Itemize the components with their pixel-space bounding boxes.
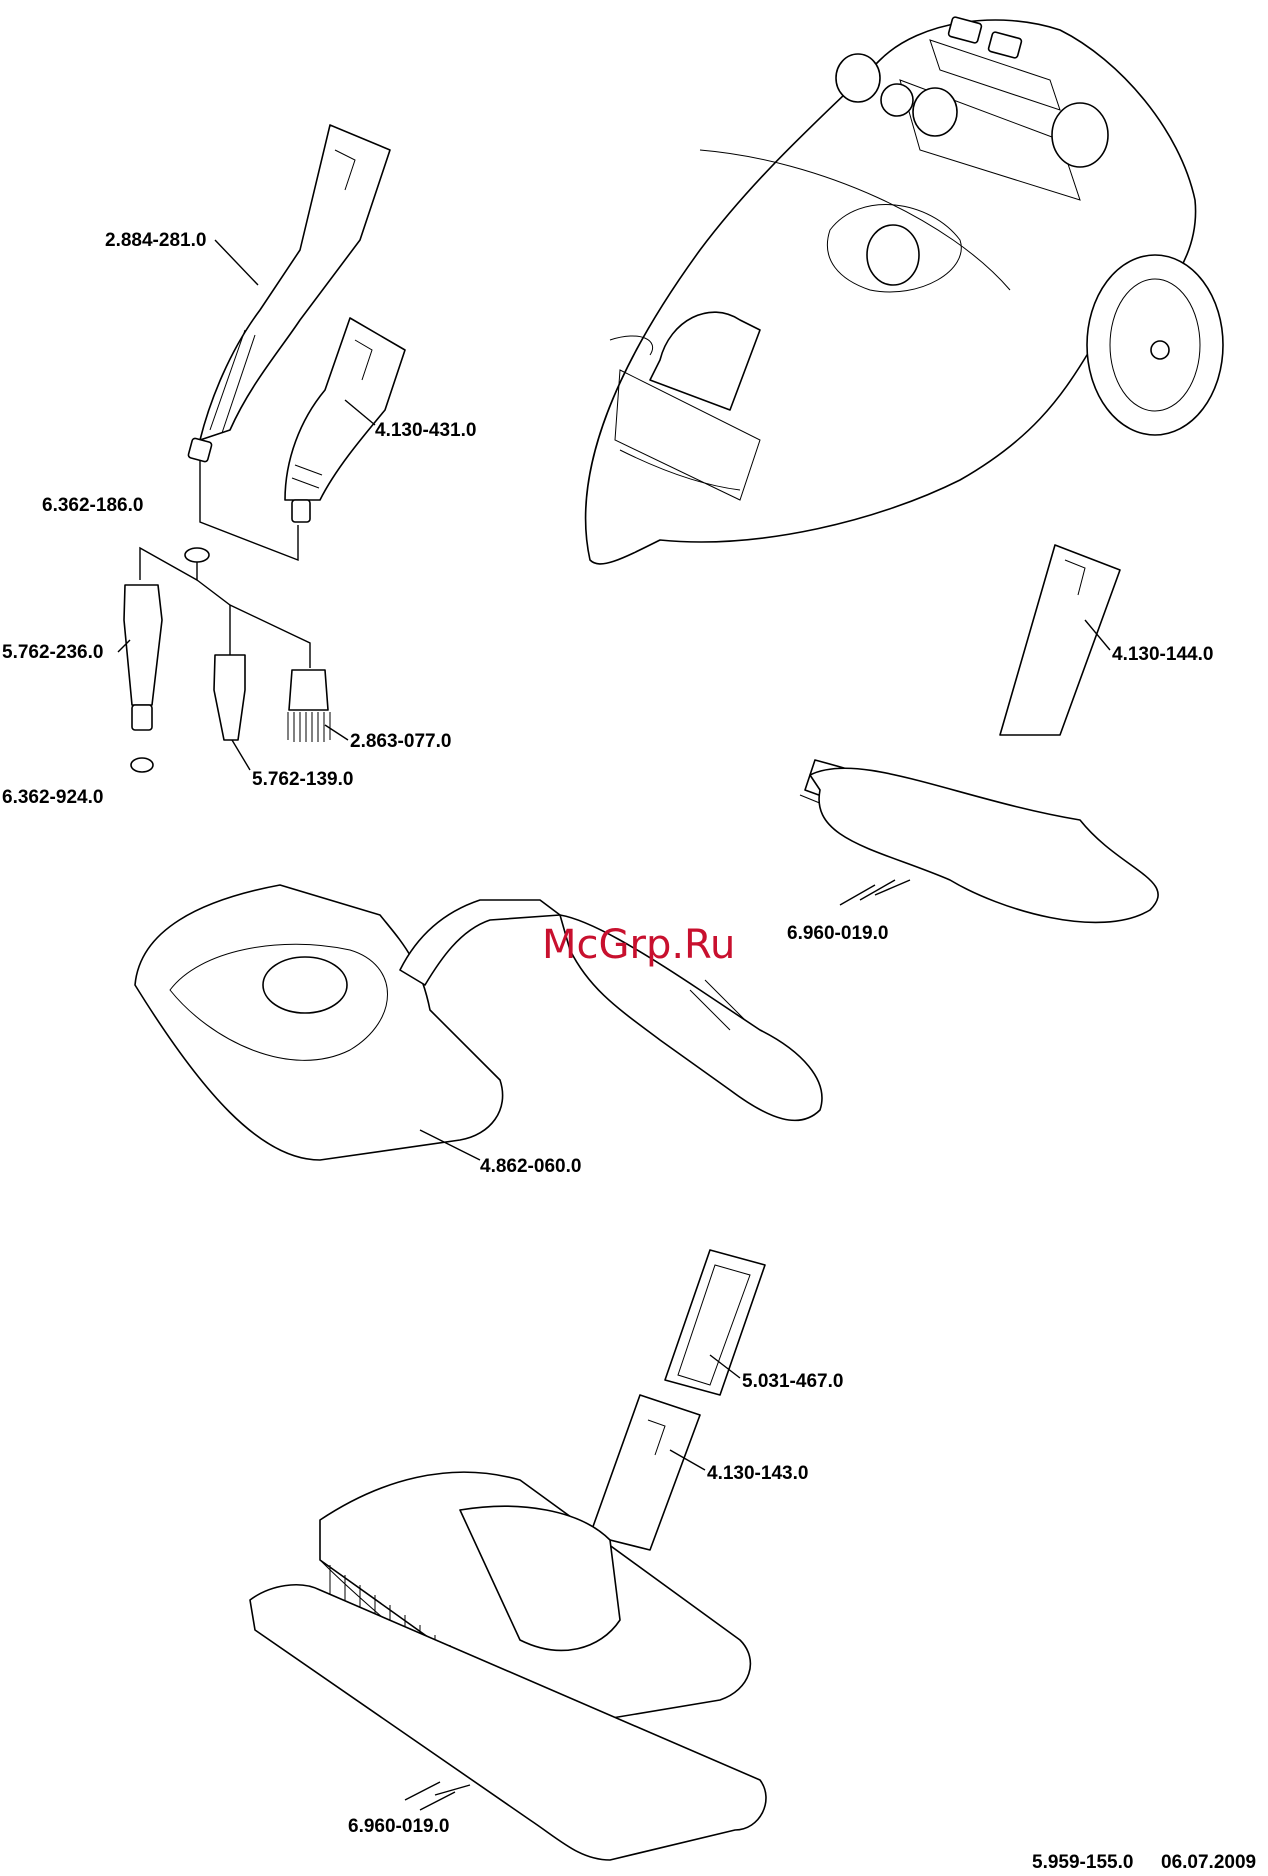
label-floor-cloth: 6.960-019.0 — [348, 1816, 449, 1837]
label-floor-adapter: 4.130-143.0 — [707, 1463, 808, 1484]
footer-date: 06.07.2009 — [1161, 1852, 1256, 1873]
steam-cleaner-unit — [586, 16, 1223, 563]
connector-line — [200, 460, 298, 560]
o-ring-bottom-part — [131, 758, 153, 772]
label-hand-nozzle: 4.130-144.0 — [1112, 644, 1213, 665]
extension-tube-part — [124, 585, 162, 730]
label-o-ring-top: 6.362-186.0 — [42, 495, 143, 516]
label-nozzle-detail: 4.130-431.0 — [375, 420, 476, 441]
label-round-brush: 2.863-077.0 — [350, 731, 451, 752]
footer-doc-number: 5.959-155.0 — [1032, 1852, 1133, 1873]
label-terry-cover-small: 6.960-019.0 — [787, 923, 888, 944]
hand-nozzle-part — [800, 545, 1158, 922]
watermark-text: McGrp.Ru — [542, 922, 735, 968]
label-iron: 4.862-060.0 — [480, 1156, 581, 1177]
round-brush-part — [288, 670, 330, 742]
label-ext-tube-top: 5.031-467.0 — [742, 1371, 843, 1392]
label-extension-tube: 5.762-236.0 — [2, 642, 103, 663]
label-o-ring-bottom: 6.362-924.0 — [2, 787, 103, 808]
label-nozzle-long: 2.884-281.0 — [105, 230, 206, 251]
connector-line — [197, 580, 310, 668]
label-point-nozzle: 5.762-139.0 — [252, 769, 353, 790]
o-ring-top-part — [185, 548, 209, 562]
cloth-mark — [405, 1782, 470, 1810]
cover-mark — [840, 880, 910, 905]
floor-adapter-part — [590, 1395, 700, 1550]
point-nozzle-part — [214, 655, 245, 740]
